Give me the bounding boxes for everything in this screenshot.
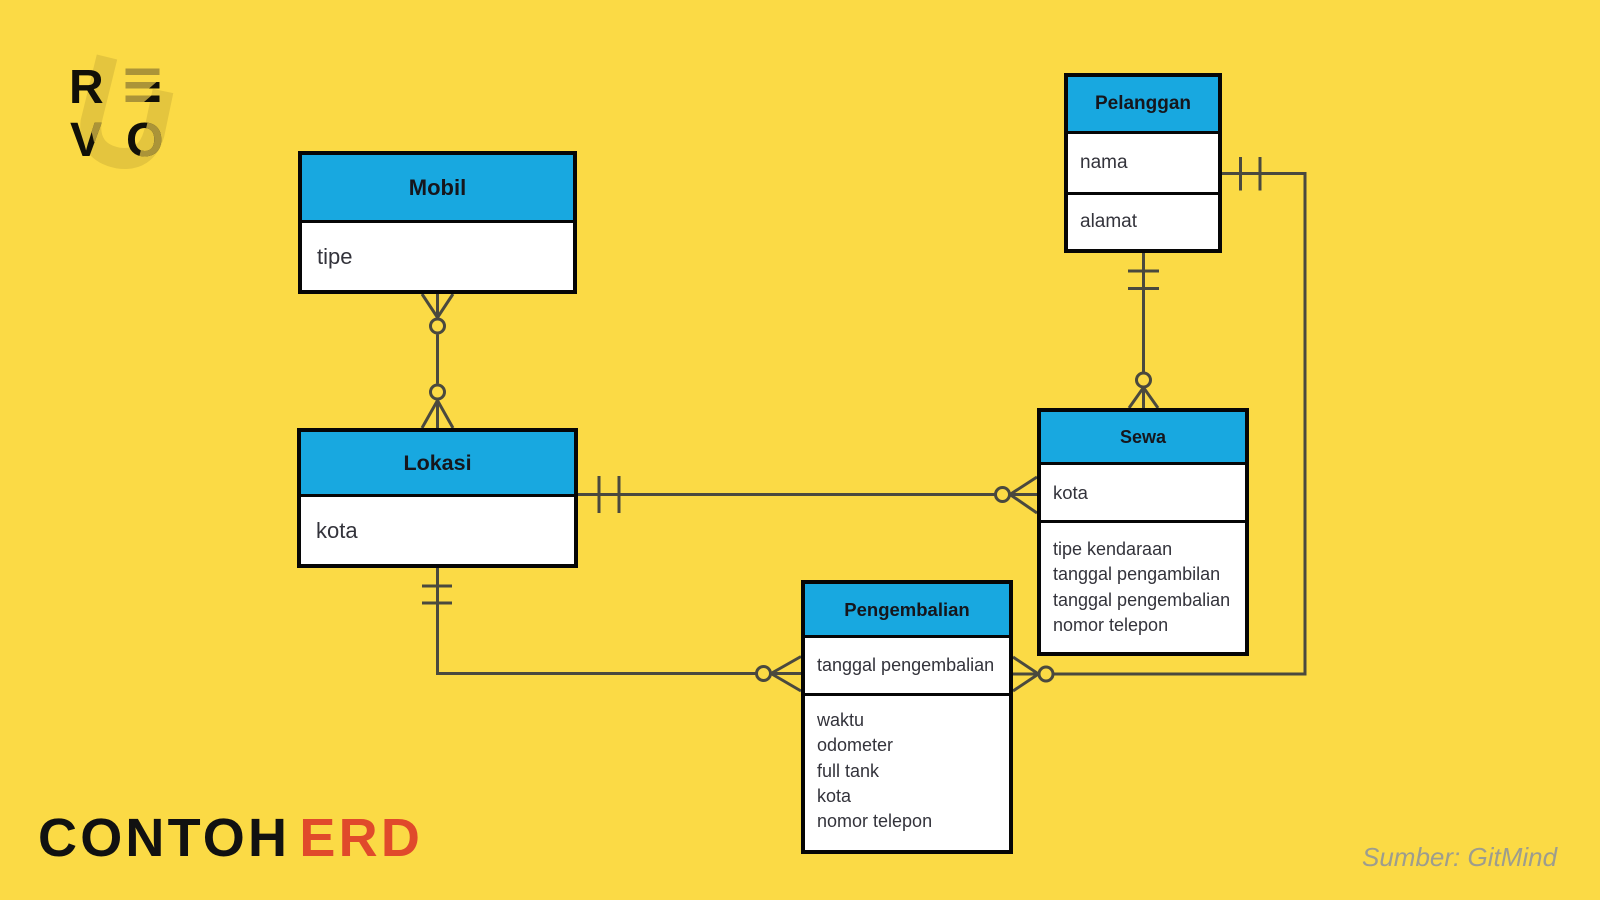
svg-text:R: R — [69, 61, 104, 114]
svg-text:V: V — [70, 114, 102, 167]
svg-text:O: O — [126, 114, 163, 167]
